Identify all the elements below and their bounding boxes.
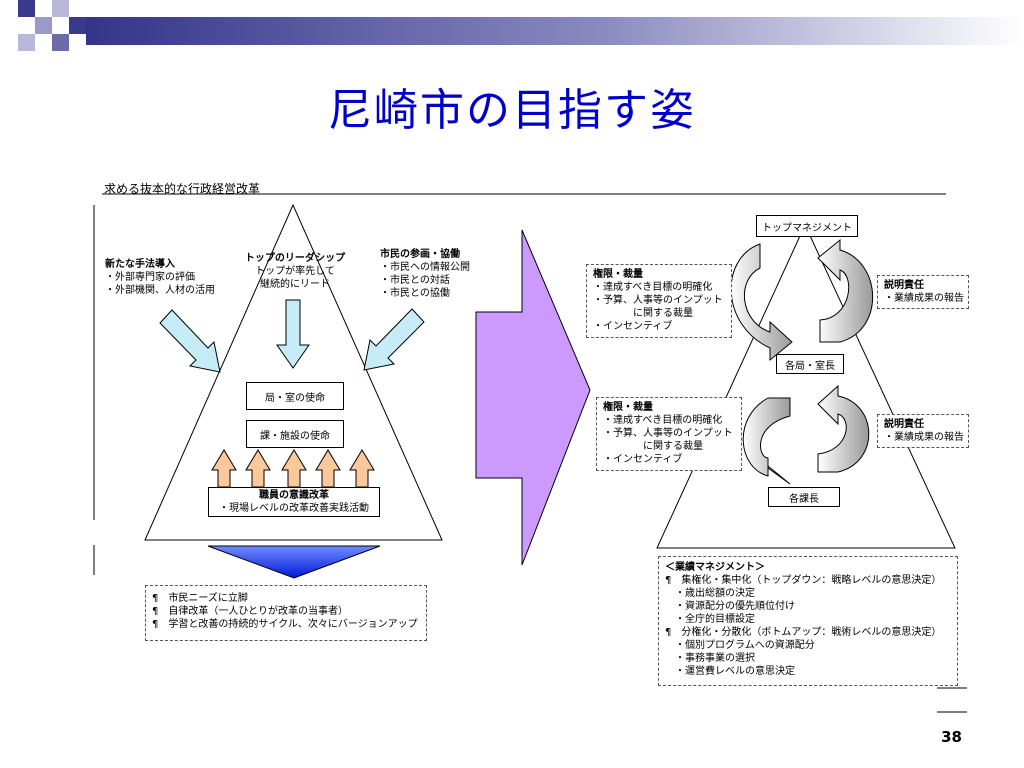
performance-line: ・事務事業の選択 bbox=[665, 653, 755, 664]
down-arrow-blue bbox=[207, 545, 381, 579]
arrow-new-methods bbox=[159, 309, 221, 373]
deco-square bbox=[18, 34, 35, 51]
performance-line: ¶ 集権化・集中化（トップダウン：戦略レベルの意思決定） bbox=[665, 575, 942, 586]
leadership-heading: トップのリーダシップ bbox=[244, 253, 346, 264]
mission-bureau-box: 局・室の使命 bbox=[246, 382, 344, 410]
deco-square bbox=[18, 0, 35, 17]
authority-line: ・インセンティブ bbox=[593, 321, 673, 332]
leadership-line: 継続的にリード bbox=[260, 279, 330, 290]
citizen-line: ・市民との対話 bbox=[380, 275, 450, 286]
accountability-lower-box: 説明責任 ・業績成果の報告 bbox=[877, 414, 969, 448]
page-number: 38 bbox=[941, 728, 962, 746]
staff-heading: 職員の意識改革 bbox=[259, 490, 329, 501]
accountability-line: ・業績成果の報告 bbox=[884, 432, 964, 443]
performance-box: ＜業績マネジメント＞ ¶ 集権化・集中化（トップダウン：戦略レベルの意思決定） … bbox=[658, 556, 958, 686]
accountability-upper-box: 説明責任 ・業績成果の報告 bbox=[877, 275, 969, 309]
arrow-citizen bbox=[363, 308, 425, 371]
leadership-line: トップが率先して bbox=[255, 266, 335, 277]
performance-line: ¶ 分権化・分散化（ボトムアップ：戦術レベルの意思決定） bbox=[665, 627, 942, 638]
deco-square bbox=[52, 0, 69, 17]
authority-line: ・予算、人事等のインプット bbox=[603, 428, 733, 439]
bureau-chief-box: 各局・室長 bbox=[776, 354, 844, 374]
page-title: 尼崎市の目指す姿 bbox=[328, 85, 696, 136]
performance-heading: ＜業績マネジメント＞ bbox=[665, 562, 765, 573]
results-line: ¶ 市民ニーズに立脚 bbox=[152, 593, 248, 604]
performance-line: ・資源配分の優先順位付け bbox=[665, 601, 795, 612]
header-gradient-bar bbox=[86, 17, 1024, 45]
orange-up-arrows bbox=[211, 449, 375, 488]
new-methods-line: ・外部機関、人材の活用 bbox=[105, 285, 215, 296]
leadership-block: トップのリーダシップ トップが率先して 継続的にリード bbox=[240, 252, 350, 291]
citizen-block: 市民の参画・協働 ・市民への情報公開 ・市民との対話 ・市民との協働 bbox=[380, 248, 470, 300]
accountability-heading: 説明責任 bbox=[884, 280, 924, 291]
deco-square bbox=[52, 34, 69, 51]
new-methods-heading: 新たな手法導入 bbox=[105, 259, 175, 270]
authority-line: ・予算、人事等のインプット bbox=[593, 295, 723, 306]
subtitle: 求める抜本的な行政経営改革 bbox=[104, 182, 261, 196]
results-box: ¶ 市民ニーズに立脚 ¶ 自律改革（一人ひとりが改革の当事者） ¶ 学習と改善の… bbox=[145, 585, 427, 641]
authority-upper-box: 権限・裁量 ・達成すべき目標の明確化 ・予算、人事等のインプット に関する裁量 … bbox=[586, 264, 732, 338]
results-line: ¶ 学習と改善の持続的サイクル、次々にバージョンアップ bbox=[152, 619, 418, 630]
cycle-arrow-upper-left bbox=[730, 243, 793, 362]
accountability-heading: 説明責任 bbox=[884, 419, 924, 430]
authority-line: ・インセンティブ bbox=[603, 454, 683, 465]
top-management-box: トップマネジメント bbox=[756, 215, 858, 237]
citizen-line: ・市民との協働 bbox=[380, 288, 450, 299]
citizen-line: ・市民への情報公開 bbox=[380, 262, 470, 273]
cycle-arrow-upper-right bbox=[817, 238, 874, 343]
accountability-line: ・業績成果の報告 bbox=[884, 293, 964, 304]
deco-square bbox=[35, 17, 52, 34]
results-line: ¶ 自律改革（一人ひとりが改革の当事者） bbox=[152, 606, 349, 617]
authority-heading: 権限・裁量 bbox=[603, 402, 653, 413]
authority-lower-box: 権限・裁量 ・達成すべき目標の明確化 ・予算、人事等のインプット に関する裁量 … bbox=[596, 397, 742, 471]
section-chief-box: 各課長 bbox=[768, 487, 840, 507]
authority-line: に関する裁量 bbox=[603, 441, 703, 452]
performance-line: ・個別プログラムへの資源配分 bbox=[665, 640, 815, 651]
new-methods-block: 新たな手法導入 ・外部専門家の評価 ・外部機関、人材の活用 bbox=[105, 258, 215, 297]
cycle-arrow-lower-left bbox=[742, 397, 791, 485]
arrow-leadership bbox=[276, 299, 310, 369]
big-purple-arrow bbox=[475, 229, 591, 566]
mission-section-box: 課・施設の使命 bbox=[246, 420, 344, 448]
staff-box: 職員の意識改革 ・現場レベルの改革改善実践活動 bbox=[208, 487, 380, 517]
citizen-heading: 市民の参画・協働 bbox=[380, 249, 460, 260]
authority-line: ・達成すべき目標の明確化 bbox=[603, 415, 723, 426]
staff-line: ・現場レベルの改革改善実践活動 bbox=[219, 503, 369, 514]
left-pyramid bbox=[144, 203, 443, 541]
cycle-arrow-lower-right bbox=[817, 384, 870, 473]
performance-line: ・運営費レベルの意思決定 bbox=[665, 666, 795, 677]
authority-line: に関する裁量 bbox=[593, 308, 693, 319]
performance-line: ・歳出総額の決定 bbox=[665, 588, 755, 599]
performance-line: ・全庁的目標設定 bbox=[665, 614, 755, 625]
authority-line: ・達成すべき目標の明確化 bbox=[593, 282, 713, 293]
deco-square bbox=[69, 17, 86, 34]
authority-heading: 権限・裁量 bbox=[593, 269, 643, 280]
new-methods-line: ・外部専門家の評価 bbox=[105, 272, 195, 283]
